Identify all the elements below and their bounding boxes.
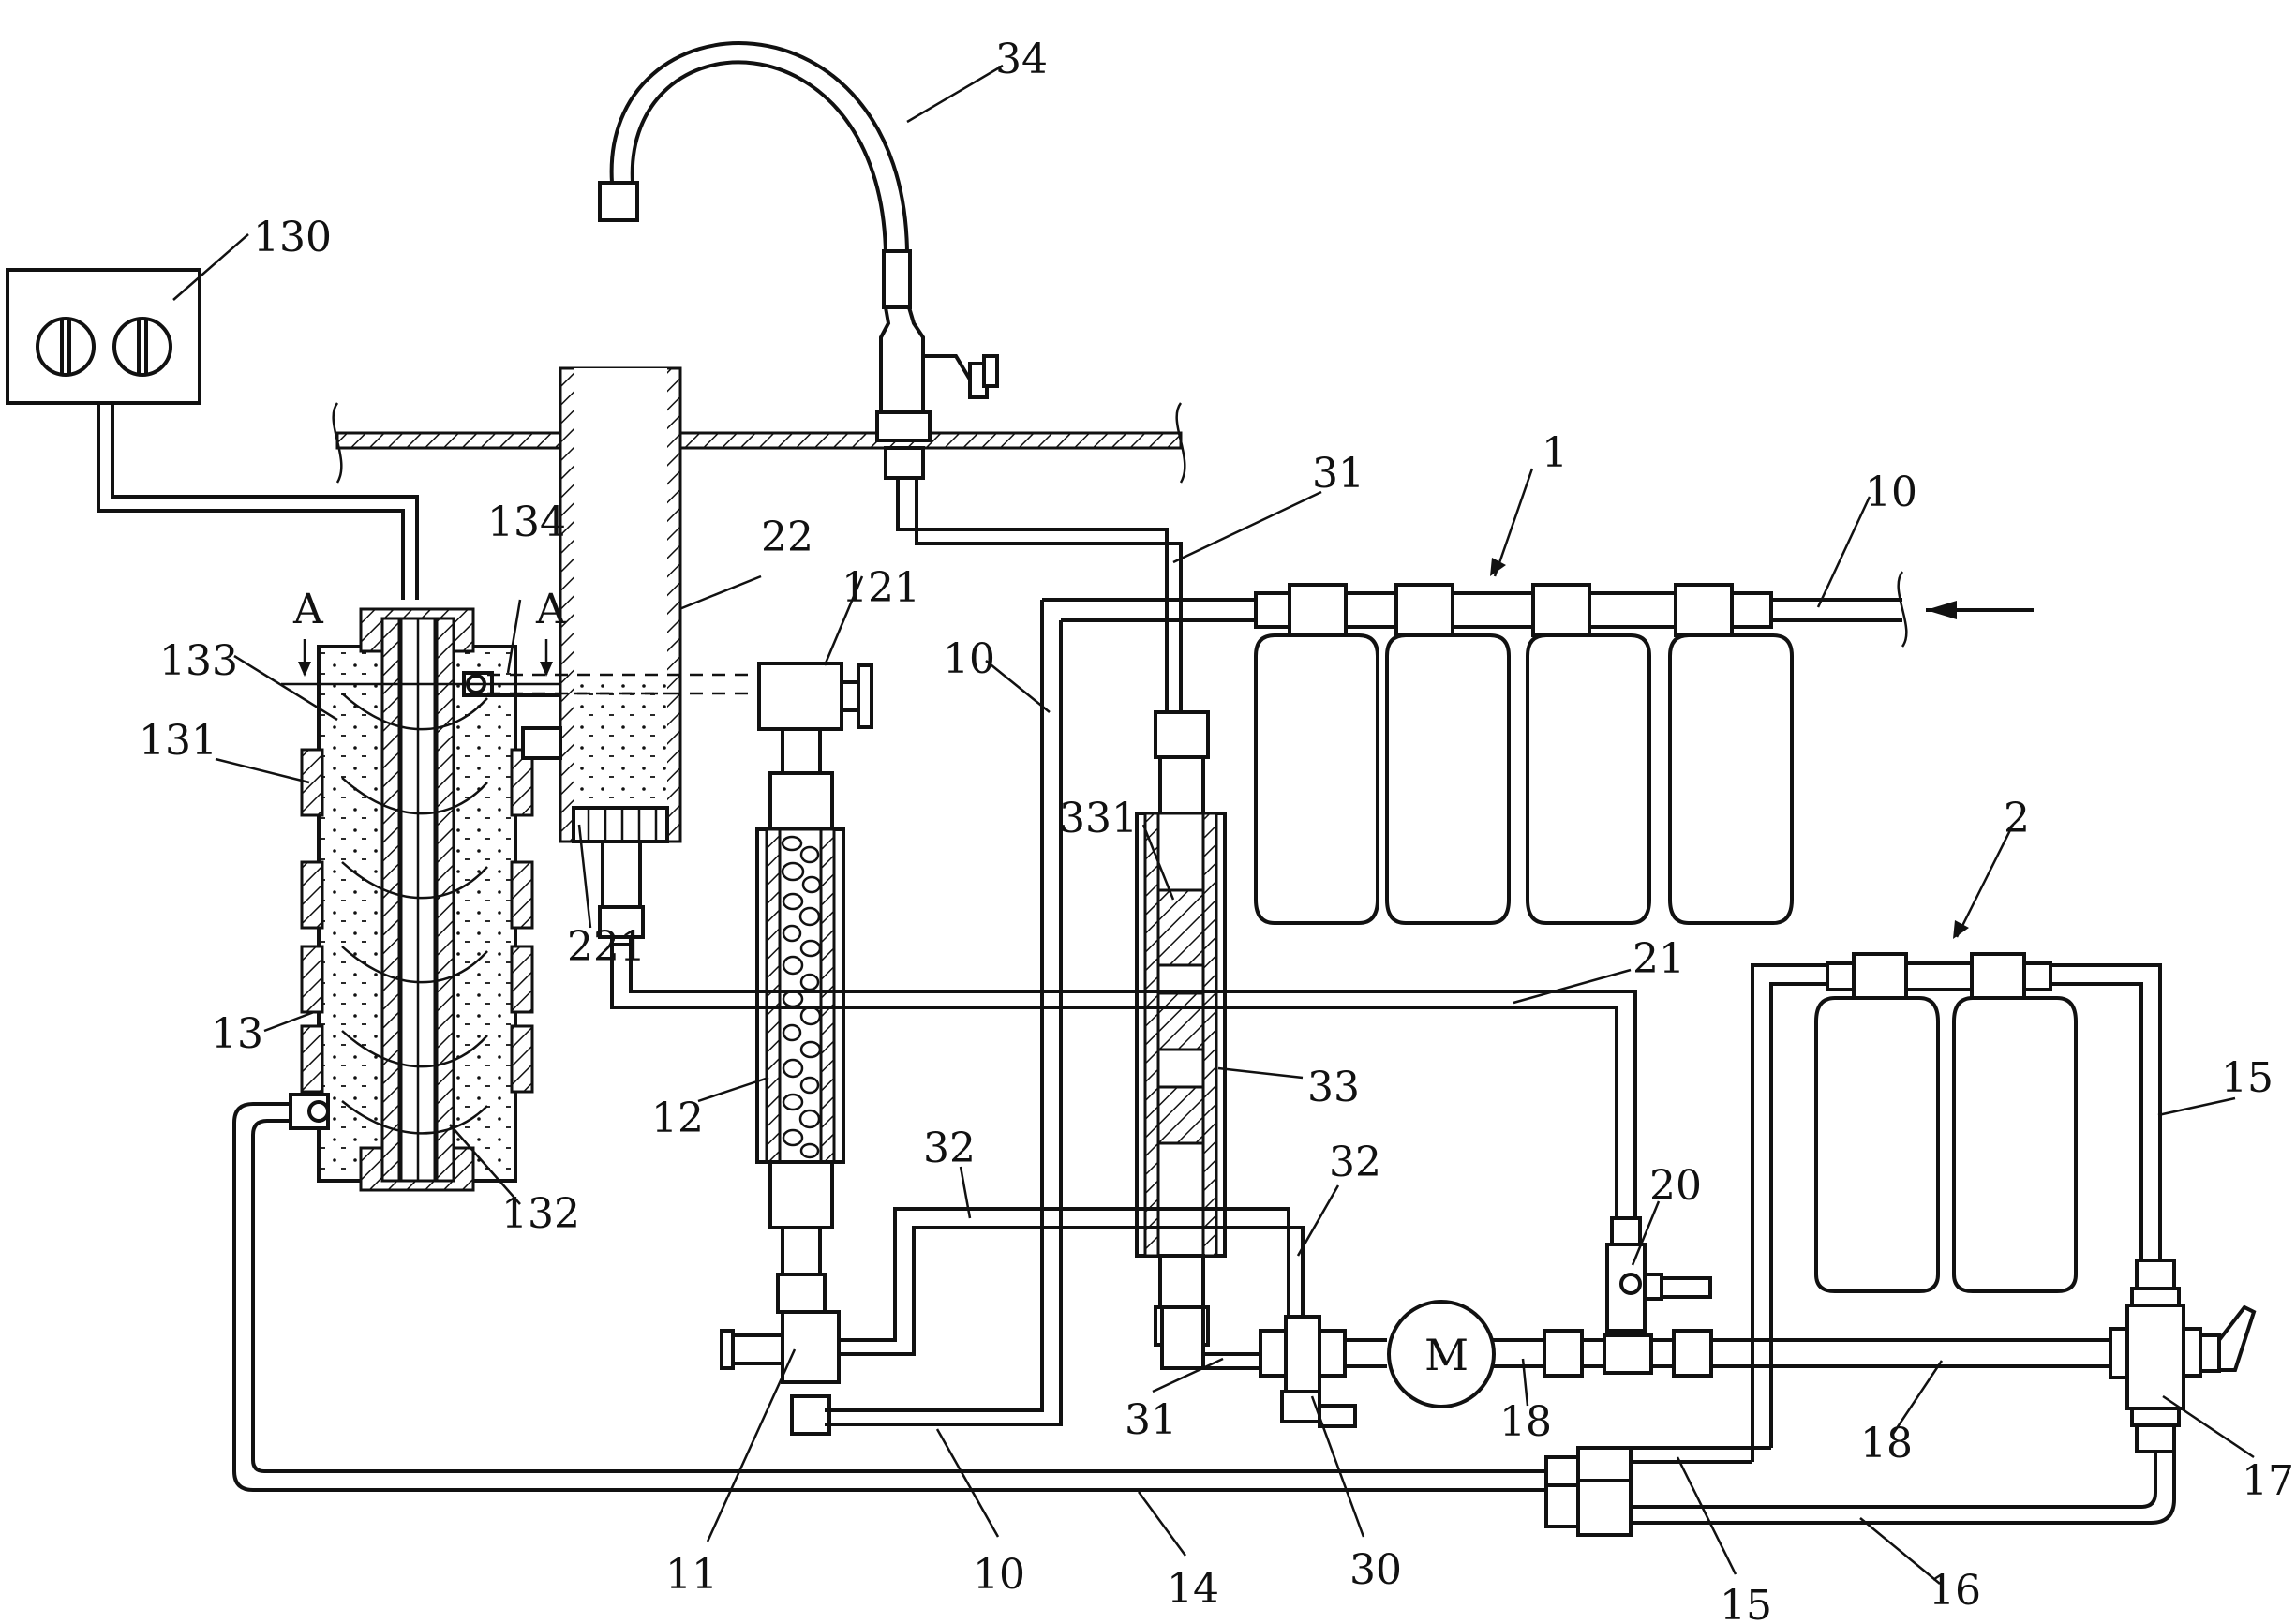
label-132: 132 [501, 1190, 580, 1238]
label-13: 13 [211, 1010, 263, 1058]
tee-30 [1259, 1300, 1546, 1428]
label-32-right: 32 [1329, 1139, 1381, 1186]
label-32-left: 32 [923, 1125, 976, 1172]
label-14: 14 [1167, 1565, 1219, 1613]
motor-label: M [1424, 1330, 1469, 1380]
valve-17 [2109, 1259, 2257, 1453]
label-331: 331 [1059, 795, 1138, 842]
label-10-right: 10 [1865, 469, 1917, 516]
label-10-mid: 10 [943, 635, 995, 683]
label-20: 20 [1649, 1162, 1702, 1210]
pipe-18 [1490, 1329, 2110, 1378]
label-11: 11 [665, 1551, 718, 1599]
label-30: 30 [1349, 1546, 1402, 1594]
label-33: 33 [1307, 1064, 1360, 1111]
label-section-a-left: A [292, 586, 324, 633]
label-17: 17 [2242, 1457, 2294, 1505]
label-134: 134 [487, 499, 566, 546]
faucet [598, 41, 999, 480]
label-18-left: 18 [1499, 1398, 1552, 1446]
mineral-filter [720, 662, 873, 1436]
filter-33 [1135, 710, 1227, 1347]
part-labels: 130 34 1 10 2 31 10 331 21 33 20 32 32 2… [139, 36, 2294, 1624]
label-15-right: 15 [2221, 1054, 2274, 1102]
label-31-top: 31 [1312, 450, 1364, 498]
pipe-32 [839, 1207, 1305, 1356]
label-130: 130 [253, 214, 332, 261]
label-16: 16 [1929, 1567, 1981, 1615]
filter-group-1 [993, 571, 2034, 1426]
label-31-bottom: 31 [1125, 1396, 1177, 1444]
label-133: 133 [159, 637, 238, 685]
section-line-a [281, 639, 562, 686]
pipes-14-15-16 [232, 1102, 2176, 1537]
power-cable [97, 403, 419, 600]
label-34: 34 [995, 36, 1048, 83]
label-12: 12 [651, 1095, 704, 1142]
electrolysis-cell [289, 607, 534, 1192]
label-131: 131 [139, 717, 217, 765]
leader-lines [172, 64, 2255, 1585]
control-box [6, 268, 201, 405]
label-10-bottom: 10 [973, 1551, 1025, 1599]
pipe-10 [825, 1408, 1061, 1426]
filter-group-2 [1751, 952, 2162, 1462]
label-121: 121 [842, 564, 920, 612]
label-1: 1 [1542, 429, 1568, 477]
label-15-bottom: 15 [1720, 1582, 1772, 1624]
pipe-134 [487, 673, 759, 697]
label-2: 2 [2004, 795, 2030, 842]
label-18-right: 18 [1860, 1420, 1913, 1468]
label-221: 221 [567, 923, 646, 971]
label-21: 21 [1633, 935, 1685, 983]
countertop [332, 402, 1186, 484]
pipe-21 [610, 937, 1712, 1333]
label-22: 22 [761, 514, 813, 561]
label-section-a-right: A [535, 586, 567, 633]
storage-tank [521, 366, 682, 946]
